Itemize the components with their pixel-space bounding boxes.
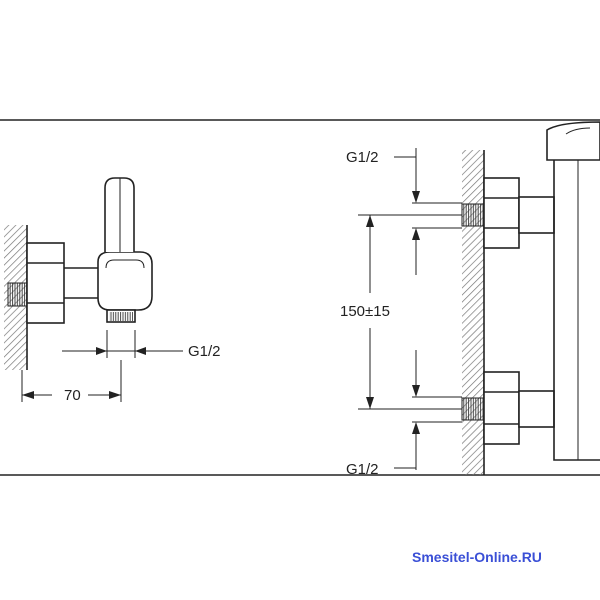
wall-flange-left bbox=[26, 242, 65, 324]
bottom-thread-label: G1/2 bbox=[346, 461, 379, 478]
wall-offset-label: 70 bbox=[64, 387, 81, 404]
outlet-thread-side bbox=[109, 312, 133, 321]
outlet-thread-label: G1/2 bbox=[188, 343, 221, 360]
front-view bbox=[358, 121, 600, 475]
wall-hatching-right bbox=[462, 150, 484, 475]
watermark: Smesitel-Online.RU bbox=[412, 549, 542, 565]
side-view bbox=[4, 177, 183, 402]
top-nut bbox=[518, 196, 555, 234]
bottom-nut bbox=[518, 390, 555, 428]
wall-thread-left bbox=[7, 282, 28, 307]
top-eccentric bbox=[483, 177, 520, 249]
drawing-frame bbox=[0, 119, 600, 476]
center-distance-label: 150±15 bbox=[340, 303, 390, 320]
mixer-body-front bbox=[553, 160, 600, 461]
bottom-eccentric bbox=[483, 371, 520, 445]
bottom-inlet-thread bbox=[461, 397, 485, 421]
top-inlet-thread bbox=[461, 203, 485, 227]
top-cap-front bbox=[546, 121, 600, 161]
mixer-body-side bbox=[97, 251, 153, 311]
top-thread-label: G1/2 bbox=[346, 149, 379, 166]
